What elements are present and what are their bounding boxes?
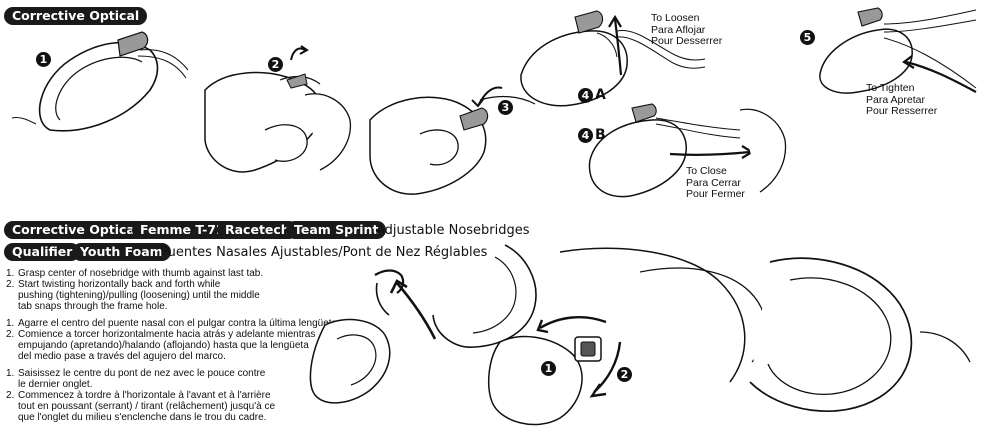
title-adjustable-nosebridges: Adjustable Nosebridges [376,223,530,238]
step-4a-letter: A [595,87,606,103]
step-5-badge: 5 [800,30,815,45]
detail-step-1-badge: 1 [541,361,556,376]
illustration-step-3-twist [360,60,540,200]
step-4b-letter: B [595,127,606,143]
instruction-fr-1: 1. Saisissez le centre du pont de nez av… [6,368,266,390]
step-3-badge: 3 [498,100,513,115]
model-label-qualifier: Qualifier [4,243,81,261]
illustration-hand-twisting-tab [480,232,980,428]
close-label-group: To Close Para Cerrar Pour Fermer [686,165,745,201]
tighten-label-group: To Tighten Para Apretar Pour Resserrer [866,82,938,118]
model-label-corrective-optical: Corrective Optical [4,221,148,239]
step-4a-badge: 4 [578,88,593,103]
model-label-corrective-optical-top: Corrective Optical [4,7,148,25]
tighten-label-fr: Pour Resserrer [866,105,938,117]
illustration-step-1-goggle-frame [10,20,190,140]
tighten-label-en: To Tighten [866,82,915,94]
instructions-spanish: 1. Agarre el centro del puente nasal con… [6,318,351,362]
illustration-step-4b-close [560,100,790,210]
instruction-fr-2: 2. Commencez à tordre à l'horizontale à … [6,390,276,423]
illustration-nosebridge-frame [305,235,555,430]
step-2-badge: 2 [268,57,283,72]
illustration-step-5-tighten [780,4,980,104]
loosen-label-group: To Loosen Para Aflojar Pour Desserrer [651,12,723,48]
close-label-en: To Close [686,165,727,177]
instruction-en-2: 2. Start twisting horizontally back and … [6,279,260,312]
instructions-english: 1. Grasp center of nosebridge with thumb… [6,268,351,312]
title-es-fr: Puentes Nasales Ajustables/Pont de Nez R… [160,245,488,260]
model-label-femme-t72: Femme T-72 [132,221,233,239]
loosen-label-en: To Loosen [651,12,700,24]
instruction-es-1: 1. Agarre el centro del puente nasal con… [6,318,340,329]
instructions-french: 1. Saisissez le centre du pont de nez av… [6,368,351,423]
close-label-fr: Pour Fermer [686,188,745,200]
instruction-en-1: 1. Grasp center of nosebridge with thumb… [6,268,264,279]
instruction-es-2: 2. Comience a torcer horizontalmente hac… [6,329,316,362]
step-4b-badge: 4 [578,128,593,143]
step-1-badge: 1 [36,52,51,67]
detail-step-2-badge: 2 [617,367,632,382]
illustration-step-2-hands-grasp [195,40,365,190]
tighten-label-es: Para Apretar [866,93,925,106]
model-label-youth-foam: Youth Foam [72,243,171,261]
model-label-team-sprint: Team Sprint [286,221,387,239]
model-label-racetech: Racetech [217,221,298,239]
loosen-label-es: Para Aflojar [651,23,706,36]
illustration-step-4a-loosen [505,5,715,115]
close-label-es: Para Cerrar [686,176,741,189]
loosen-label-fr: Pour Desserrer [651,35,723,47]
